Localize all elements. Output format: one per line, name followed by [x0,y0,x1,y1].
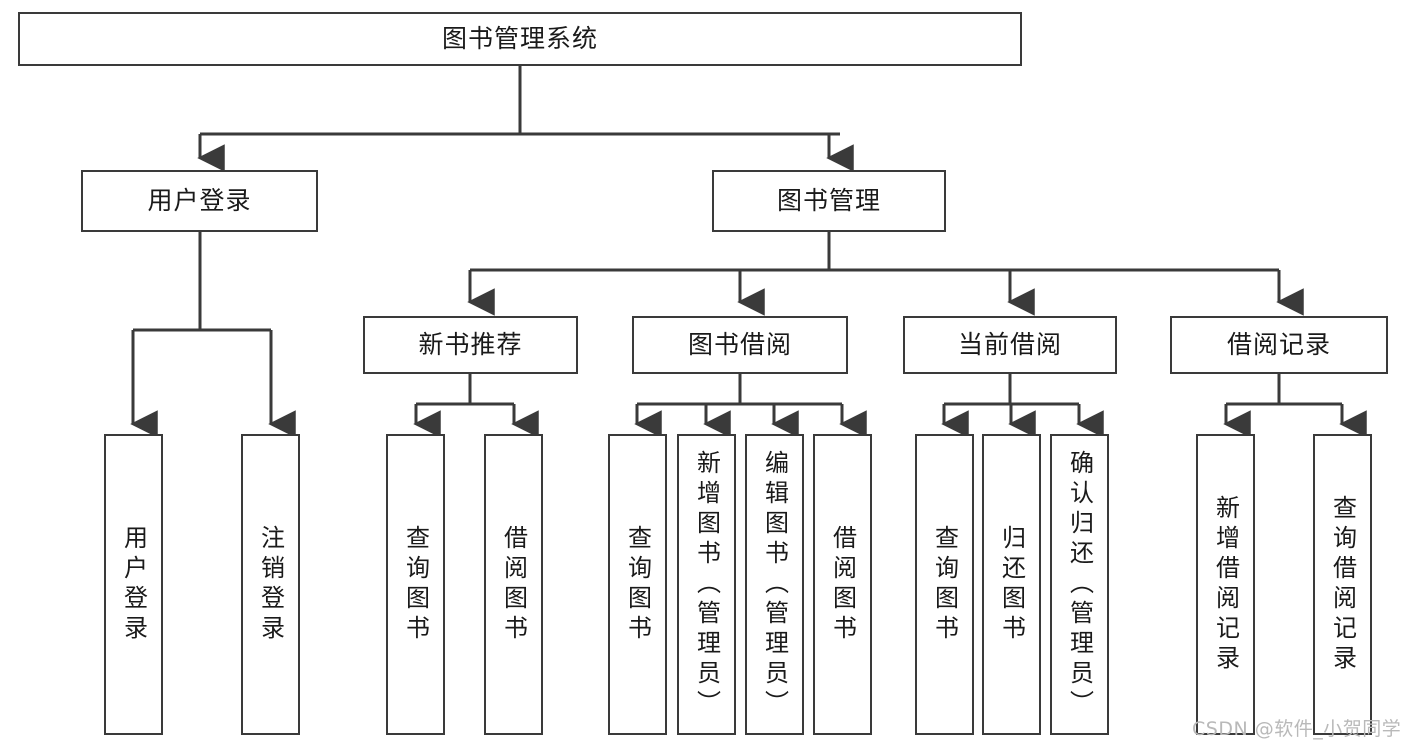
node-label: 用户登录 [119,524,148,645]
node-user-login[interactable]: 用户登录 [81,170,318,232]
node-label: 确认归还（管理员） [1065,449,1094,720]
node-leaf-query-book-3[interactable]: 查询图书 [915,434,974,735]
node-leaf-logout[interactable]: 注销登录 [241,434,300,735]
node-leaf-confirm-return[interactable]: 确认归还（管理员） [1050,434,1109,735]
node-label: 查询图书 [930,524,959,645]
node-leaf-user-login[interactable]: 用户登录 [104,434,163,735]
node-label: 编辑图书（管理员） [760,449,789,720]
node-leaf-borrow-book-1[interactable]: 借阅图书 [484,434,543,735]
node-label: 注销登录 [256,524,285,645]
node-book-borrow[interactable]: 图书借阅 [632,316,848,374]
node-label: 归还图书 [997,524,1026,645]
node-label: 查询图书 [623,524,652,645]
node-label: 查询借阅记录 [1328,494,1357,675]
node-label: 借阅图书 [499,524,528,645]
node-label: 新增借阅记录 [1211,494,1240,675]
node-current-borrow[interactable]: 当前借阅 [903,316,1117,374]
node-leaf-query-book-2[interactable]: 查询图书 [608,434,667,735]
node-label: 查询图书 [401,524,430,645]
node-leaf-add-book[interactable]: 新增图书（管理员） [677,434,736,735]
node-label: 借阅图书 [828,524,857,645]
node-label: 新增图书（管理员） [692,449,721,720]
node-leaf-edit-book[interactable]: 编辑图书（管理员） [745,434,804,735]
node-root-system[interactable]: 图书管理系统 [18,12,1022,66]
node-book-management[interactable]: 图书管理 [712,170,946,232]
node-new-book-recommend[interactable]: 新书推荐 [363,316,578,374]
node-leaf-query-record[interactable]: 查询借阅记录 [1313,434,1372,735]
node-borrow-record[interactable]: 借阅记录 [1170,316,1388,374]
node-leaf-borrow-book-2[interactable]: 借阅图书 [813,434,872,735]
node-leaf-add-record[interactable]: 新增借阅记录 [1196,434,1255,735]
node-leaf-query-book-1[interactable]: 查询图书 [386,434,445,735]
watermark-text: CSDN @软件_小贺同学 [1192,718,1402,740]
node-leaf-return-book[interactable]: 归还图书 [982,434,1041,735]
